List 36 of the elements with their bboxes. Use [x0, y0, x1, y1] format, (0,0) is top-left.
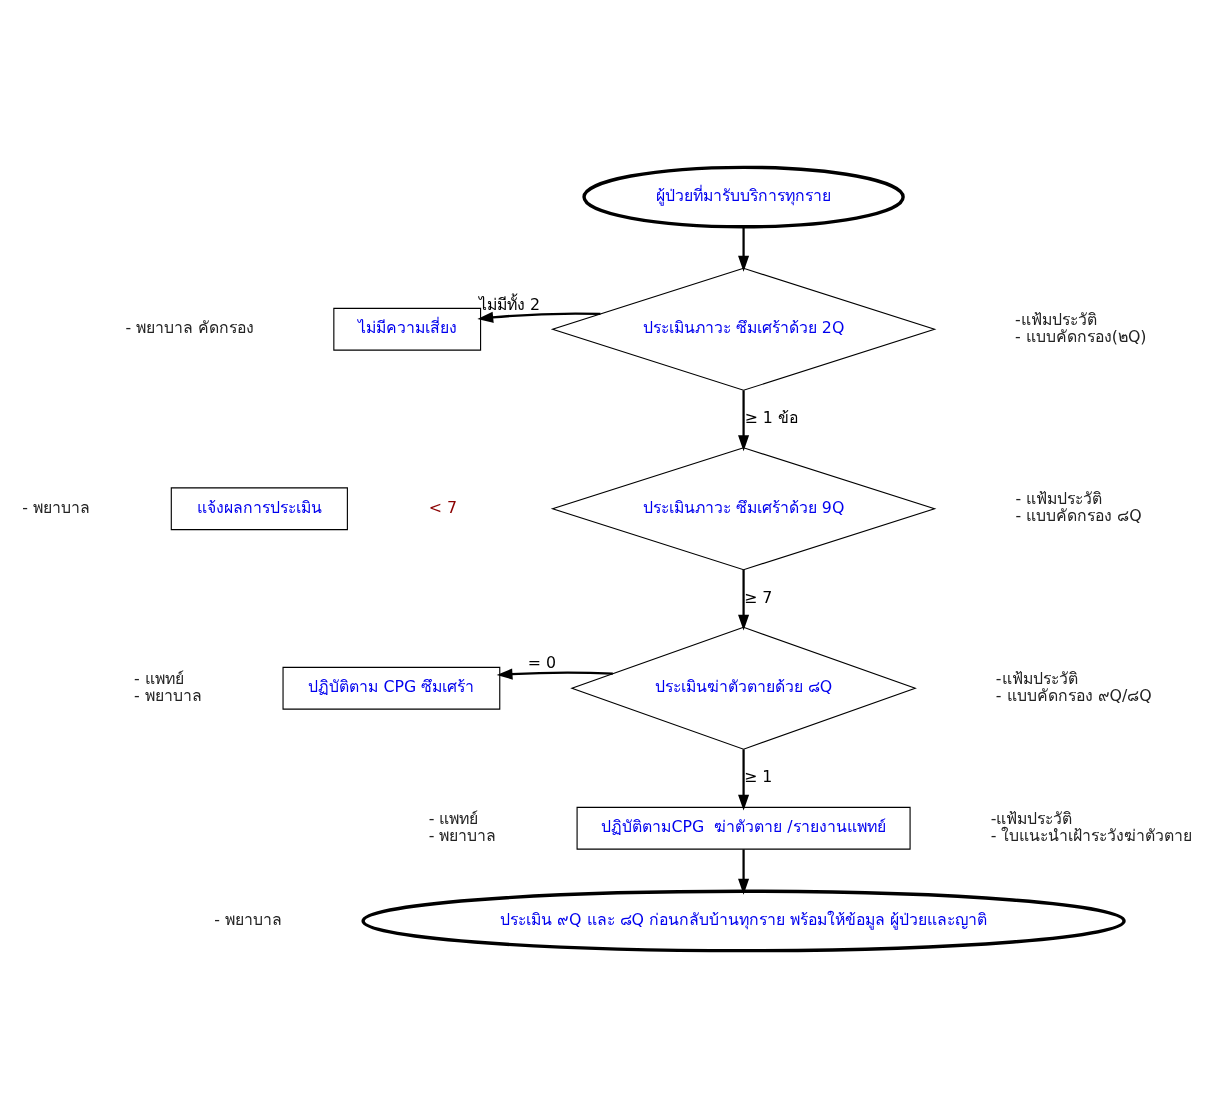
node-diamond: ประเมินภาวะ ซึมเศร้าด้วย 2Q — [550, 267, 937, 391]
label: - แพทย์ — [428, 808, 479, 828]
label: - พยาบาล — [214, 909, 282, 929]
label: - แฟ้มประวัติ — [1015, 488, 1103, 508]
label: - พยาบาล — [22, 497, 91, 517]
arrow — [738, 748, 750, 811]
node-diamond: ประเมินภาวะ ซึมเศร้าด้วย 9Q — [550, 446, 937, 570]
label: - แบบคัดกรอง ๘Q — [1015, 505, 1142, 525]
arrow — [477, 311, 601, 323]
edge-label: ≥ 7 — [744, 587, 773, 607]
label: - พยาบาล คัดกรอง — [125, 317, 255, 337]
edge-label: ≥ 1 — [744, 766, 773, 786]
node-ellipse: ประเมิน ๙Q และ ๘Q ก่อนกลับบ้านทุกราย พร้อมให้ข้อมูล ผู้ป่วยและญาติ — [361, 889, 1126, 952]
arrow — [738, 226, 750, 272]
edge-label: = 0 — [527, 652, 557, 672]
node-diamond: ประเมินฆ่าตัวตายด้วย ๘Q — [570, 626, 917, 750]
edge-label: ≥ 1 ข้อ — [744, 407, 798, 427]
node-ellipse: ผู้ป่วยที่มารับบริการทุกราย — [582, 165, 905, 228]
arrow — [738, 848, 750, 895]
node-box: แจ้งผลการประเมิน — [170, 486, 348, 530]
node-box: ปฏิบัติตาม CPG ซึมเศร้า — [282, 666, 501, 710]
label: - พยาบาล — [134, 685, 202, 705]
label: < 7 — [428, 497, 457, 517]
label: - พยาบาล — [428, 825, 497, 845]
label: -แฟ้มประวัติ — [1015, 309, 1097, 329]
arrow — [496, 668, 613, 680]
node-box: ปฏิบัติตามCPG ฆ่าตัวตาย /รายงานแพทย์ — [576, 806, 911, 850]
arrow — [738, 389, 750, 451]
label: -แฟ้มประวัติ — [990, 808, 1073, 828]
label: - แบบคัดกรอง(๒Q) — [1015, 326, 1147, 346]
node-box: ไม่มีความเสี่ยง — [333, 307, 482, 351]
label: - แบบคัดกรอง ๙Q/๘Q — [995, 685, 1152, 705]
arrow — [738, 569, 750, 631]
label: -แฟ้มประวัติ — [995, 668, 1078, 688]
label: - ใบแนะนำเฝ้าระวังฆ่าตัวตาย — [990, 825, 1193, 845]
label: - แพทย์ — [134, 668, 184, 688]
